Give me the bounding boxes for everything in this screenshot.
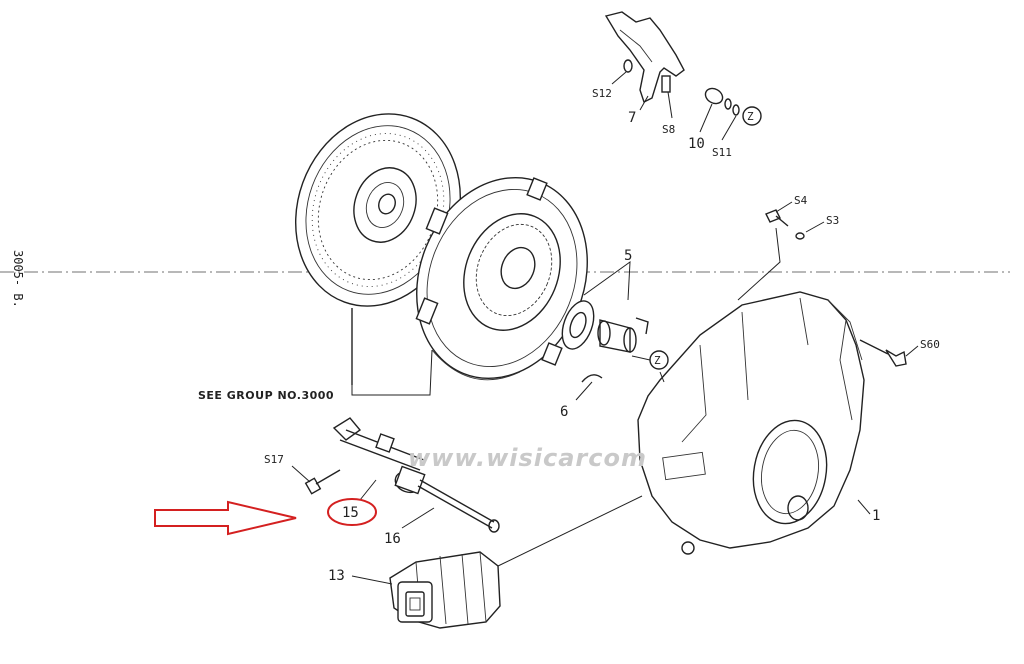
callout-s8: S8: [662, 123, 675, 136]
side-reference: 3005- B.: [11, 250, 25, 308]
bolt-s17: [304, 469, 341, 495]
release-fork: [604, 11, 685, 103]
callout-s4: S4: [794, 194, 808, 207]
callout-s11: S11: [712, 146, 732, 159]
dust-boot: [389, 551, 501, 629]
see-group-label: SEE GROUP NO.3000: [198, 389, 334, 402]
callout-z-bearing: Z: [654, 354, 661, 367]
bolt-s4: [765, 209, 789, 227]
callout-15: 15: [342, 505, 359, 521]
highlight-circle-15: [327, 498, 377, 526]
callout-s12: S12: [592, 87, 612, 100]
callout-13: 13: [328, 568, 345, 584]
callout-s60: S60: [920, 338, 940, 351]
callout-10: 10: [688, 136, 705, 152]
bolt-s60: [885, 349, 907, 367]
watermark: www.wisicarcom: [408, 444, 647, 472]
bell-housing: [637, 291, 865, 555]
callout-6: 6: [560, 404, 568, 420]
callout-7: 7: [628, 110, 636, 126]
red-arrow: [154, 500, 297, 536]
release-bearing: [561, 300, 649, 353]
callout-16: 16: [384, 531, 401, 547]
callout-s17: S17: [264, 453, 284, 466]
retainer-clip: [581, 374, 603, 383]
callout-1: 1: [872, 508, 880, 524]
callout-s3: S3: [826, 214, 839, 227]
callout-5: 5: [624, 248, 632, 264]
pivot-ball: [704, 87, 740, 116]
release-shaft-assembly: [332, 417, 500, 533]
callout-z-pivot: Z: [747, 110, 754, 123]
washer-s3: [795, 232, 805, 240]
